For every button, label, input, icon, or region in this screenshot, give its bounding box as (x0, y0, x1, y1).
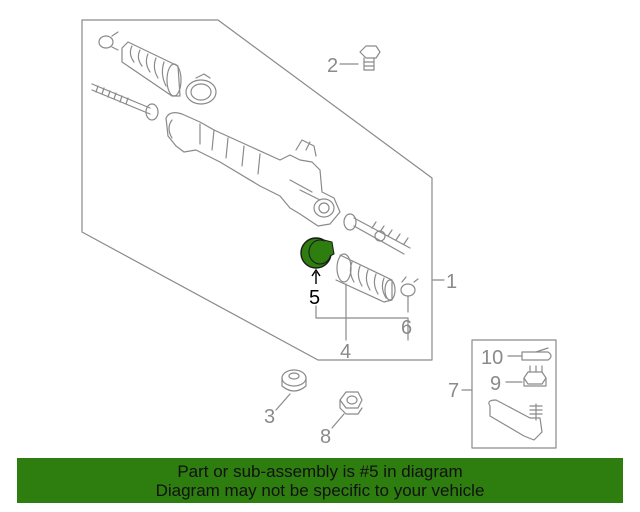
boot-clamp-lower (400, 276, 419, 297)
assembly-outline (81, 19, 433, 361)
leader-3 (275, 393, 291, 411)
bolt (359, 45, 381, 71)
callout-7: 7 (448, 380, 459, 402)
tie-rod-upper (91, 83, 159, 121)
parts-diagram: 1 2 3 4 5 6 7 8 9 10 (81, 19, 557, 449)
nut (339, 391, 363, 415)
callout-2: 2 (327, 55, 338, 77)
bushing (281, 369, 307, 392)
callout-4: 4 (340, 341, 351, 363)
cotter-pin (521, 347, 552, 361)
callout-5: 5 (309, 287, 320, 309)
callout-10: 10 (481, 347, 503, 369)
highlighted-part-5 (300, 237, 335, 284)
banner-line-disclaimer: Diagram may not be specific to your vehi… (155, 481, 485, 500)
boot-clamp-upper (98, 31, 119, 51)
tie-rod-end (488, 399, 543, 441)
banner-line-part: Part or sub-assembly is #5 in diagram (177, 462, 463, 481)
bracket-upper (185, 73, 217, 105)
callout-8: 8 (320, 426, 331, 448)
callout-1: 1 (446, 271, 457, 293)
rack-housing (165, 112, 341, 227)
tie-rod-lower (343, 213, 411, 255)
boot-lower (335, 253, 396, 303)
callout-3: 3 (264, 406, 275, 428)
boot-upper (121, 41, 182, 97)
callout-6: 6 (401, 317, 412, 339)
leader-8 (331, 413, 345, 429)
leader-5-bracket (315, 305, 409, 341)
callout-9: 9 (490, 373, 501, 395)
castle-nut (523, 365, 547, 387)
tie-rod-end-box (471, 339, 557, 449)
info-banner: Part or sub-assembly is #5 in diagram Di… (17, 458, 623, 503)
